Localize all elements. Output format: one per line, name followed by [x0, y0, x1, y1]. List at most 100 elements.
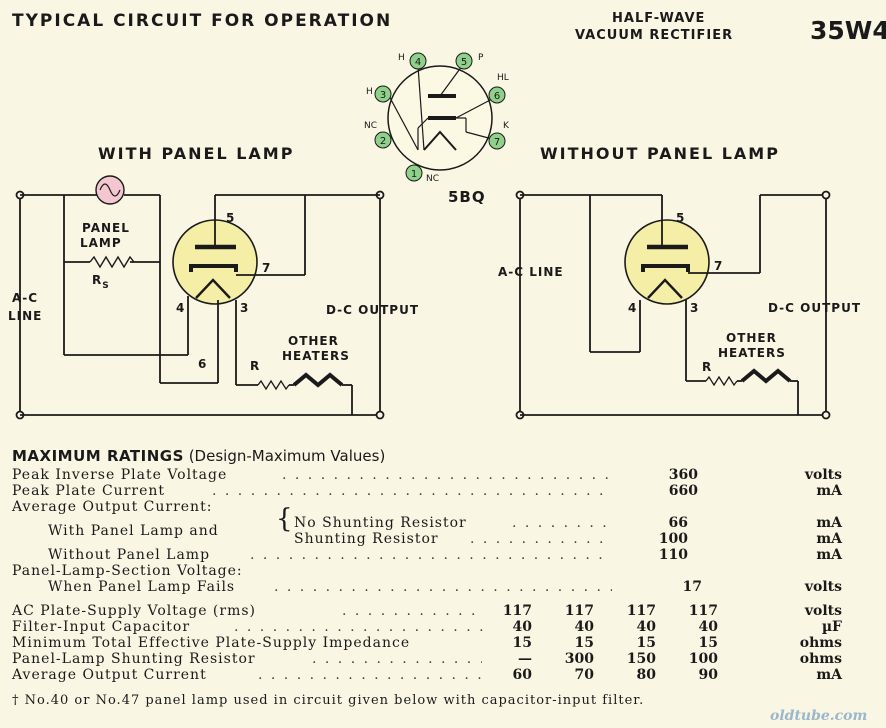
ratings-heading-text: MAXIMUM RATINGS	[12, 447, 184, 465]
leader-dots: . . . . . . . . . . . . . . . .	[470, 531, 610, 547]
leader-dots: . . . . . . . . . . . .	[512, 515, 612, 531]
ratings-heading-note: (Design-Maximum Values)	[188, 447, 386, 465]
rating-label: When Panel Lamp Fails	[48, 579, 236, 595]
rating-label: With Panel Lamp and	[48, 523, 219, 539]
title-with-panel-lamp: WITH PANEL LAMP	[98, 144, 295, 163]
pin-1: 1 NC	[405, 164, 439, 184]
pin-5-number: 5	[461, 57, 467, 68]
rating-row-panel-lamp-section-head: Panel-Lamp-Section Voltage:	[12, 563, 842, 579]
pin-7: 7 K	[488, 121, 510, 150]
ratings-heading: MAXIMUM RATINGS (Design-Maximum Values)	[12, 447, 842, 465]
pin7-label-left: 7	[262, 261, 271, 275]
rating-label: Average Output Current	[12, 667, 207, 683]
pin-3: 3 H	[366, 85, 392, 103]
rating-sublabel: No Shunting Resistor	[294, 515, 467, 531]
rating-value: 66	[668, 515, 688, 531]
rating-value-col4: 90	[698, 667, 718, 683]
other-heaters-label-right-2: HEATERS	[718, 346, 786, 360]
rating-label: Peak Plate Current	[12, 483, 166, 499]
rating-value-col4: 15	[698, 635, 718, 651]
r-label-left: R	[250, 359, 260, 373]
rating-value-col4: 40	[698, 619, 718, 635]
title-without-panel-lamp: WITHOUT PANEL LAMP	[540, 144, 780, 163]
diagram-without-panel-lamp-labels: A-C LINE D-C OUTPUT OTHER HEATERS R 5 7 …	[498, 211, 861, 374]
rating-row-lamp-fails: When Panel Lamp Fails . . . . . . . . . …	[12, 579, 842, 595]
footnote: † No.40 or No.47 panel lamp used in circ…	[12, 693, 645, 708]
pin-7-label: K	[503, 121, 510, 131]
r-label-right: R	[702, 360, 712, 374]
leader-dots: . . . . . . . . . . . . . . . .	[342, 603, 482, 619]
rating-value-col2: 300	[564, 651, 594, 667]
rating-value-col3: 40	[636, 619, 656, 635]
rating-label: Panel-Lamp-Section Voltage:	[12, 563, 243, 579]
rating-unit: mA	[816, 667, 842, 683]
rating-value-col4: 100	[688, 651, 718, 667]
basing-code: 5BQ	[448, 188, 486, 206]
panel-lamp-label-2: LAMP	[80, 236, 122, 250]
rating-unit: volts	[804, 603, 842, 619]
rating-row-peak-inverse: Peak Inverse Plate Voltage . . . . . . .…	[12, 467, 842, 483]
leader-dots: . . . . . . . . . . . . . . . . . . . . …	[258, 667, 484, 683]
pin5-label-left: 5	[226, 211, 235, 225]
pin-1-number: 1	[411, 169, 417, 180]
pin-2-number: 2	[380, 136, 386, 147]
rating-value: 110	[658, 547, 688, 563]
pin-4-number: 4	[415, 57, 421, 68]
diagram-with-panel-lamp	[15, 175, 385, 420]
tube-number: 35W4	[810, 16, 886, 45]
tube-type-line1: HALF-WAVE	[612, 11, 706, 26]
rating-value-col2: 40	[574, 619, 594, 635]
leader-dots: . . . . . . . . . . . . . . . . . . . . …	[234, 619, 484, 635]
other-heaters-label-right-1: OTHER	[726, 331, 777, 345]
pin4-label-left: 4	[176, 301, 185, 315]
rating-unit: mA	[816, 547, 842, 563]
pin3-label-left: 3	[240, 301, 249, 315]
rating-value: 100	[658, 531, 688, 547]
basing-diagram: 1 NC 2 NC 3 H 4 H 5 P 6 HL	[364, 52, 510, 206]
rating-value-col3: 80	[636, 667, 656, 683]
dc-output-label-right: D-C OUTPUT	[768, 301, 861, 315]
rating-unit: mA	[816, 483, 842, 499]
leader-dots: . . . . . . . . . . . . . . . . . . . . …	[274, 579, 612, 595]
rating-row-with-panel-shunt: Shunting Resistor . . . . . . . . . . . …	[12, 531, 842, 547]
rating-row-filter-capacitor: Filter-Input Capacitor . . . . . . . . .…	[12, 619, 842, 635]
rating-row-avg-output-current: Average Output Current . . . . . . . . .…	[12, 667, 842, 683]
rating-value-col1: 15	[512, 635, 532, 651]
pin-5-label: P	[478, 53, 484, 63]
rating-unit: volts	[804, 467, 842, 483]
rating-value: 17	[682, 579, 702, 595]
pin5-label-right: 5	[676, 211, 685, 225]
pin6-label-left: 6	[198, 357, 207, 371]
rating-value-col3: 117	[626, 603, 656, 619]
pin-4: 4 H	[398, 52, 427, 70]
tube-type-line2: VACUUM RECTIFIER	[575, 28, 734, 43]
rating-value: 360	[668, 467, 698, 483]
rating-row-min-impedance: Minimum Total Effective Plate-Supply Imp…	[12, 635, 842, 651]
diagram-with-panel-lamp-labels: PANEL LAMP RS A-C LINE D-C OUTPUT OTHER …	[8, 211, 418, 373]
other-heaters-label-2: HEATERS	[282, 349, 350, 363]
leader-dots: . . . . . . . . . . . . . . . . . . . . …	[212, 483, 612, 499]
ac-line-label-1: A-C	[12, 291, 38, 305]
rating-value-col3: 150	[626, 651, 656, 667]
pin-6-label: HL	[497, 73, 509, 83]
rs-label: RS	[92, 273, 110, 291]
rating-unit: mA	[816, 515, 842, 531]
pin-3-label: H	[366, 87, 373, 97]
rating-value-col4: 117	[688, 603, 718, 619]
pin-3-number: 3	[380, 90, 386, 101]
rating-unit: ohms	[799, 651, 842, 667]
rating-unit: volts	[804, 579, 842, 595]
pin-7-number: 7	[494, 137, 500, 148]
rating-value: 660	[668, 483, 698, 499]
panel-lamp-label-1: PANEL	[82, 221, 130, 235]
rating-sublabel: Shunting Resistor	[294, 531, 439, 547]
rating-row-ac-plate-supply: AC Plate-Supply Voltage (rms) . . . . . …	[12, 603, 842, 619]
rating-value-col2: 117	[564, 603, 594, 619]
pin7-label-right: 7	[714, 259, 723, 273]
rating-unit: mA	[816, 531, 842, 547]
rating-value-col3: 15	[636, 635, 656, 651]
rating-value-col1: —	[518, 651, 532, 667]
other-heaters-label-1: OTHER	[288, 334, 339, 348]
rating-label: Peak Inverse Plate Voltage	[12, 467, 228, 483]
ac-line-label-2: LINE	[8, 309, 42, 323]
